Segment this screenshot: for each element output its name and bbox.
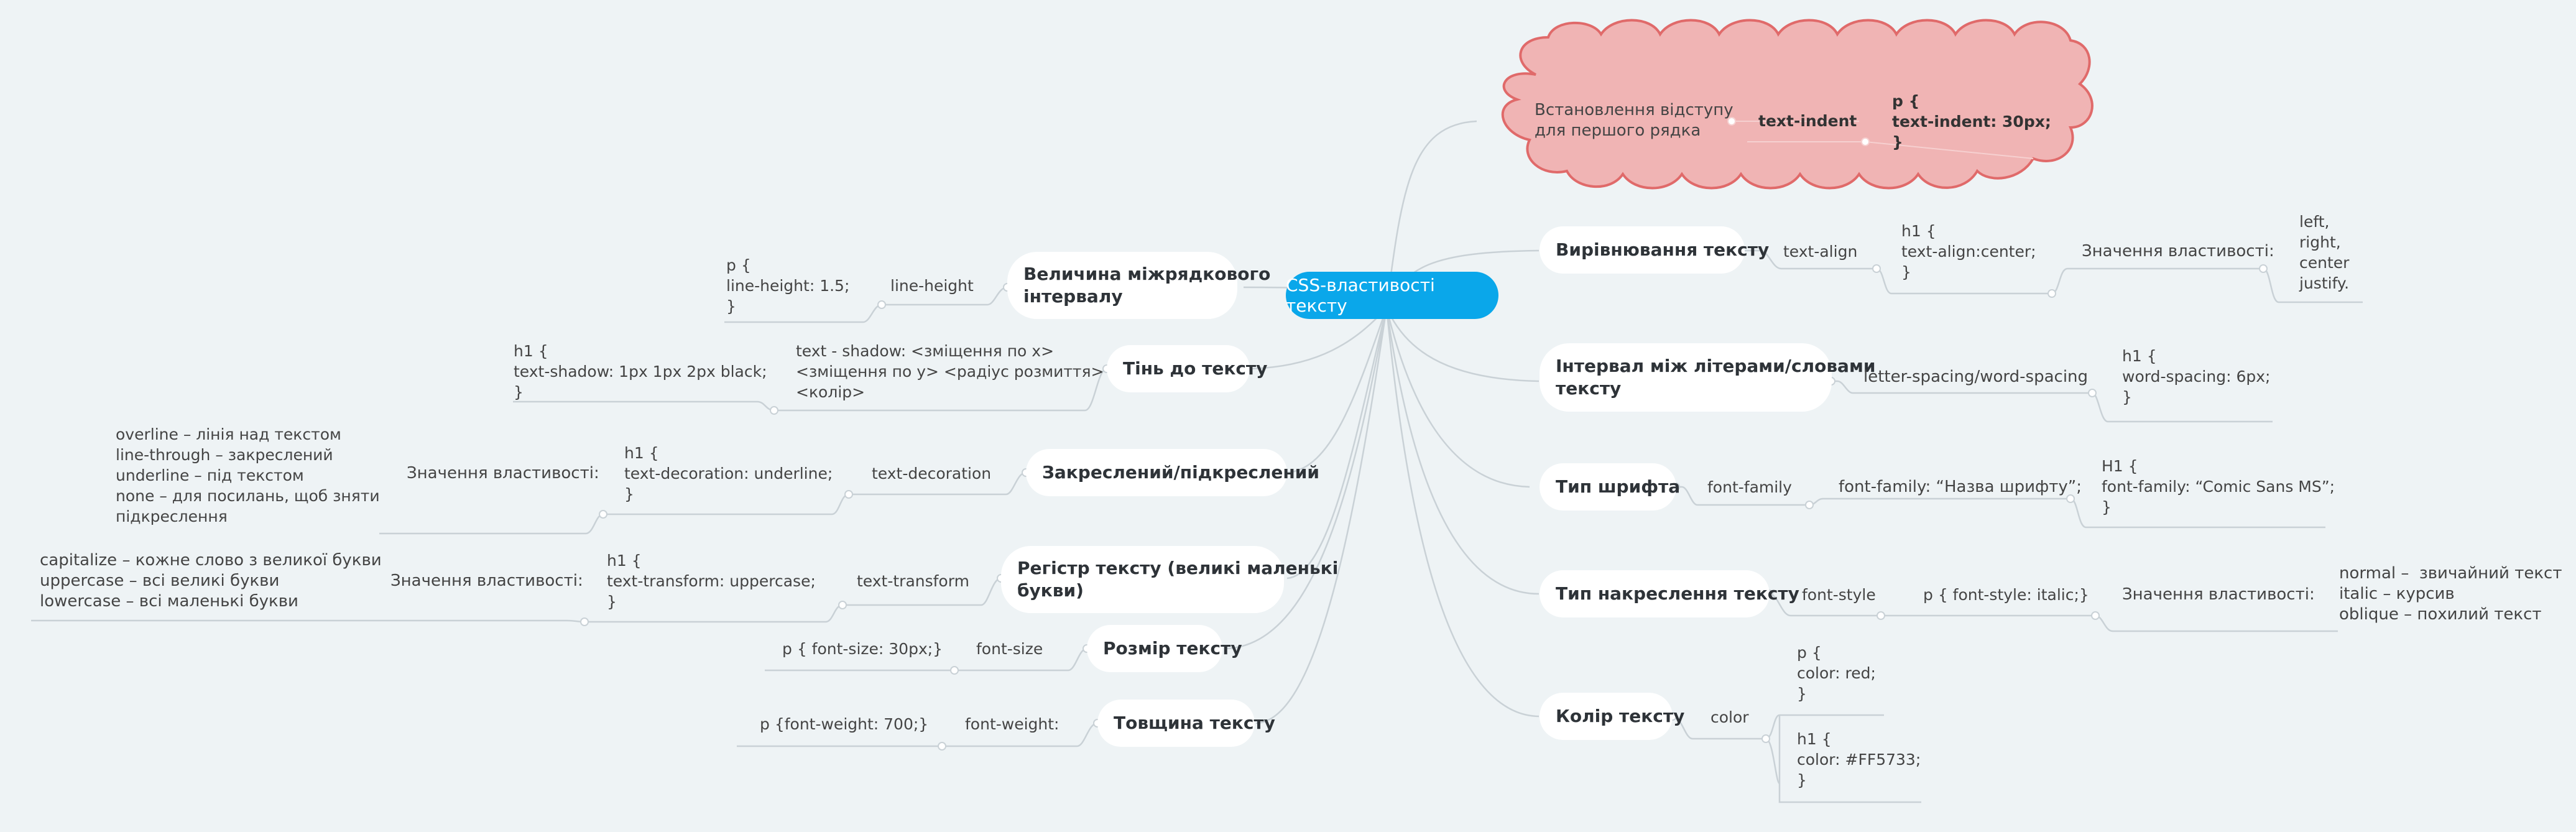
indent-property[interactable]: text-indent — [1758, 112, 1857, 130]
align-example[interactable]: h1 { text-align:center; } — [1901, 222, 2036, 281]
decoration-property[interactable]: text-decoration — [872, 465, 992, 483]
decoration-example[interactable]: h1 { text-decoration: underline; } — [624, 444, 833, 503]
size-property[interactable]: font-size — [976, 640, 1043, 658]
topic-font-family[interactable]: Тип шрифта — [1540, 463, 1680, 511]
lineheight-property[interactable]: line-height — [890, 277, 974, 295]
style-property[interactable]: font-style — [1802, 586, 1876, 604]
central-topic[interactable]: CSS-властивості тексту — [1286, 272, 1498, 319]
topic-letter-spacing[interactable]: Інтервал між літерами/словами тексту — [1540, 343, 1875, 412]
transform-values-label[interactable]: Значення властивості: — [390, 571, 583, 590]
topic-text-transform[interactable]: Регістр тексту (великі маленькі букви) — [1001, 546, 1338, 613]
decoration-values[interactable]: overline – лінія над текстом line-throug… — [116, 425, 380, 525]
decoration-values-label[interactable]: Значення властивості: — [407, 464, 599, 483]
size-example[interactable]: p { font-size: 30px;} — [782, 640, 943, 658]
transform-property[interactable]: text-transform — [857, 572, 969, 590]
align-values-label[interactable]: Значення властивості: — [2082, 242, 2274, 261]
color-example-2[interactable]: h1 { color: #FF5733; } — [1797, 730, 1921, 789]
style-values-label[interactable]: Значення властивості: — [2122, 585, 2315, 604]
topic-text-align[interactable]: Вирівнювання тексту — [1540, 226, 1769, 274]
spacing-property[interactable]: letter-spacing/word-spacing — [1863, 367, 2089, 386]
align-property[interactable]: text-align — [1783, 243, 1858, 261]
topic-text-shadow[interactable]: Тінь до тексту — [1107, 345, 1267, 392]
topic-font-style[interactable]: Тип накреслення тексту — [1540, 570, 1799, 617]
topic-text-decoration[interactable]: Закреслений/підкреслений — [1026, 449, 1319, 496]
family-property[interactable]: font-family — [1707, 478, 1792, 496]
style-values[interactable]: normal – звичайний текст italic – курсив… — [2339, 564, 2562, 624]
spacing-example[interactable]: h1 { word-spacing: 6px; } — [2122, 347, 2271, 406]
align-values[interactable]: left, right, center justify. — [2299, 213, 2350, 292]
style-example[interactable]: p { font-style: italic;} — [1923, 586, 2089, 604]
weight-example[interactable]: p {font-weight: 700;} — [760, 715, 929, 733]
color-property[interactable]: color — [1710, 708, 1749, 726]
topic-color[interactable]: Колір тексту — [1540, 693, 1684, 740]
transform-example[interactable]: h1 { text-transform: uppercase; } — [607, 552, 816, 611]
topic-line-height[interactable]: Величина міжрядкового інтервалу — [1007, 252, 1270, 319]
family-example[interactable]: H1 { font-family: “Comic Sans MS”; } — [2102, 457, 2335, 516]
indent-example[interactable]: p { text-indent: 30px; } — [1892, 92, 2051, 151]
family-syntax[interactable]: font-family: “Назва шрифту”; — [1839, 478, 2082, 496]
transform-values[interactable]: capitalize – кожне слово з великої букви… — [40, 551, 382, 611]
cloud-shape — [1501, 19, 2094, 190]
lineheight-example[interactable]: p { line-height: 1.5; } — [726, 256, 850, 315]
shadow-example[interactable]: h1 { text-shadow: 1px 1px 2px black; } — [514, 342, 767, 401]
color-example-1[interactable]: p { color: red; } — [1797, 644, 1876, 703]
topic-font-weight[interactable]: Товщина тексту — [1097, 700, 1275, 747]
weight-property[interactable]: font-weight: — [965, 715, 1059, 733]
topic-font-size[interactable]: Розмір тексту — [1087, 625, 1242, 672]
shadow-syntax[interactable]: text - shadow: <зміщення по x> <зміщення… — [796, 342, 1104, 401]
indent-description[interactable]: Встановлення відступу для першого рядка — [1535, 101, 1733, 140]
